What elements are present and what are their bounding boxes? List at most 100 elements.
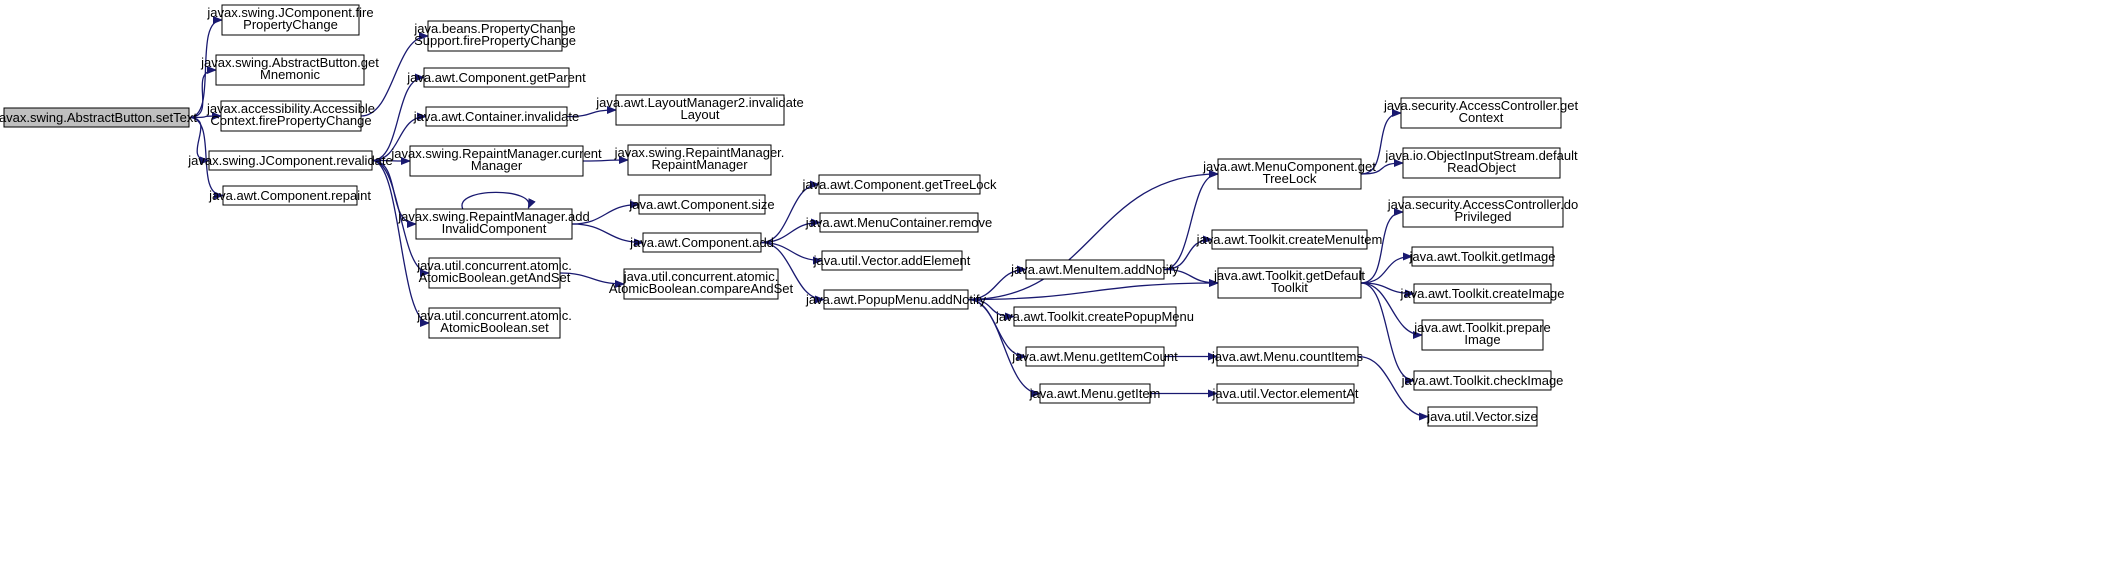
- call-node[interactable]: java.awt.Menu.countItems: [1211, 346, 1364, 367]
- node-label-line: Layout: [680, 107, 719, 122]
- node-box: [423, 67, 570, 88]
- call-node[interactable]: java.awt.Container.invalidate: [413, 106, 580, 127]
- edge-path: [760, 241, 823, 265]
- call-node[interactable]: javax.accessibility.AccessibleContext.fi…: [206, 100, 375, 132]
- node-label-line: java.awt.Component.getTreeLock: [802, 177, 997, 192]
- edge-path: [1360, 282, 1415, 385]
- call-node[interactable]: javax.swing.RepaintManager.currentManage…: [390, 145, 602, 177]
- call-node[interactable]: java.awt.Component.repaint: [208, 185, 371, 206]
- call-node[interactable]: java.awt.Component.getParent: [406, 67, 586, 88]
- edge-path: [1163, 235, 1213, 271]
- call-node[interactable]: java.awt.MenuItem.addNotify: [1010, 259, 1179, 280]
- node-box: [638, 194, 766, 215]
- node-box: [1427, 406, 1538, 427]
- node-label-line: javax.accessibility.Accessible: [206, 101, 375, 116]
- node-label-line: javax.swing.AbstractButton.setText: [0, 110, 197, 125]
- call-node[interactable]: java.util.Vector.size: [1426, 406, 1538, 427]
- node-label-line: javax.swing.RepaintManager.add: [397, 209, 590, 224]
- edge-path: [571, 223, 644, 247]
- call-node[interactable]: javax.swing.RepaintManager.addInvalidCom…: [397, 208, 590, 240]
- root-node[interactable]: javax.swing.AbstractButton.setText: [0, 107, 197, 128]
- node-box: [409, 145, 584, 177]
- node-label-line: AtomicBoolean.compareAndSet: [609, 281, 794, 296]
- node-box: [220, 100, 362, 132]
- node-label-line: InvalidComponent: [442, 221, 547, 236]
- node-box: [623, 268, 779, 300]
- node-box: [427, 20, 563, 52]
- edge-path: [1360, 282, 1423, 339]
- node-label-line: TreeLock: [1263, 171, 1317, 186]
- edge-n9-n14: [582, 156, 629, 165]
- call-node[interactable]: java.security.AccessController.doPrivile…: [1387, 196, 1579, 228]
- call-node[interactable]: java.awt.Toolkit.createPopupMenu: [995, 306, 1194, 327]
- edge-n4-n11: [371, 159, 430, 277]
- node-box: [1400, 97, 1562, 129]
- node-box: [1216, 346, 1359, 367]
- edge-n28-n37: [1360, 282, 1415, 385]
- edge-path: [188, 66, 217, 119]
- edge-path: [1360, 282, 1415, 298]
- edge-n10-n15: [571, 200, 640, 225]
- edge-path: [1360, 109, 1402, 175]
- node-label-line: javax.swing.RepaintManager.current: [390, 146, 602, 161]
- node-box: [415, 208, 573, 240]
- node-box: [1413, 283, 1552, 304]
- edge-path: [967, 279, 1219, 301]
- call-node[interactable]: java.awt.Toolkit.createMenuItem: [1196, 229, 1383, 250]
- node-box: [1025, 346, 1165, 367]
- node-box: [823, 289, 969, 310]
- node-label-line: java.security.AccessController.do: [1387, 197, 1579, 212]
- node-box: [1039, 383, 1151, 404]
- edge-path: [967, 298, 1015, 321]
- call-node[interactable]: javax.swing.JComponent.revalidate: [187, 150, 393, 171]
- call-node[interactable]: java.awt.Component.add: [629, 232, 774, 253]
- node-label-line: java.awt.Toolkit.getImage: [1409, 249, 1556, 264]
- call-node[interactable]: java.beans.PropertyChangeSupport.firePro…: [413, 20, 576, 52]
- call-node[interactable]: java.awt.Component.size: [628, 194, 775, 215]
- call-node[interactable]: java.util.concurrent.atomic.AtomicBoolea…: [416, 307, 572, 339]
- edge-path: [760, 241, 825, 304]
- call-node[interactable]: java.awt.Menu.getItemCount: [1011, 346, 1178, 367]
- call-node[interactable]: java.awt.Toolkit.checkImage: [1401, 370, 1564, 391]
- node-label-line: java.util.Vector.addElement: [813, 253, 971, 268]
- node-label-line: java.util.Vector.elementAt: [1212, 386, 1359, 401]
- node-box: [428, 257, 561, 289]
- call-node[interactable]: java.awt.MenuComponent.getTreeLock: [1202, 158, 1376, 190]
- node-box: [1025, 259, 1165, 280]
- call-node[interactable]: java.security.AccessController.getContex…: [1383, 97, 1579, 129]
- call-node[interactable]: java.util.concurrent.atomic.AtomicBoolea…: [416, 257, 572, 289]
- call-node[interactable]: java.awt.Toolkit.createImage: [1399, 283, 1565, 304]
- node-box: [642, 232, 762, 253]
- node-box: [222, 185, 358, 206]
- call-node[interactable]: java.util.Vector.addElement: [813, 250, 971, 271]
- call-node[interactable]: java.util.Vector.elementAt: [1212, 383, 1359, 404]
- node-label-line: java.util.concurrent.atomic.: [416, 308, 572, 323]
- call-node[interactable]: java.awt.Toolkit.getImage: [1409, 246, 1556, 267]
- node-label-line: java.awt.PopupMenu.addNotify: [805, 292, 986, 307]
- edge-n0-n3: [188, 112, 222, 121]
- call-node[interactable]: java.awt.Menu.getItem: [1029, 383, 1161, 404]
- call-node[interactable]: java.util.concurrent.atomic.AtomicBoolea…: [609, 268, 794, 300]
- node-label-line: Context: [1459, 110, 1504, 125]
- edge-path: [582, 156, 629, 165]
- node-label-line: javax.swing.JComponent.revalidate: [187, 153, 393, 168]
- edge-n28-n33: [1360, 208, 1404, 284]
- call-node[interactable]: javax.swing.RepaintManager.RepaintManage…: [614, 144, 785, 176]
- node-box: [615, 94, 785, 126]
- node-label-line: javax.swing.JComponent.fire: [206, 5, 373, 20]
- call-node[interactable]: java.awt.MenuContainer.remove: [805, 212, 992, 233]
- edge-n22-n26: [1163, 170, 1219, 271]
- edge-path: [571, 200, 640, 225]
- call-node[interactable]: java.awt.PopupMenu.addNotify: [805, 289, 986, 310]
- node-label-line: java.awt.Component.repaint: [208, 188, 371, 203]
- node-label-line: ReadObject: [1447, 160, 1516, 175]
- edge-n4-n12: [371, 159, 430, 327]
- call-node[interactable]: java.awt.Component.getTreeLock: [802, 174, 997, 195]
- call-node[interactable]: javax.swing.JComponent.firePropertyChang…: [206, 4, 374, 36]
- call-node[interactable]: java.io.ObjectInputStream.defaultReadObj…: [1384, 147, 1578, 179]
- node-box: [819, 212, 979, 233]
